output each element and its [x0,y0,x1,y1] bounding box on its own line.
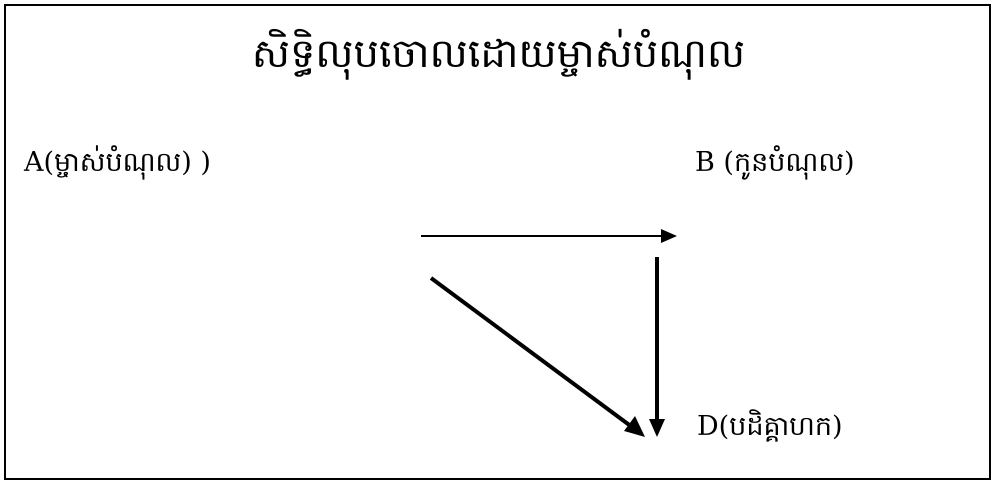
diagram-frame [4,4,991,480]
arrow-a-to-b [421,229,677,243]
arrow-b-to-d [649,257,665,437]
arrow-a-to-d [429,276,645,437]
node-d-assignee: D(បដិគ្គាហក) [697,411,843,442]
diagram-title: សិទ្ធិលុបចោលដោយម្ចាស់បំណុល [251,31,746,77]
node-a-creditor: A(ម្ចាស់បំណុល) ) [24,147,211,178]
node-b-debtor: B (កូនបំណុល) [695,147,855,178]
